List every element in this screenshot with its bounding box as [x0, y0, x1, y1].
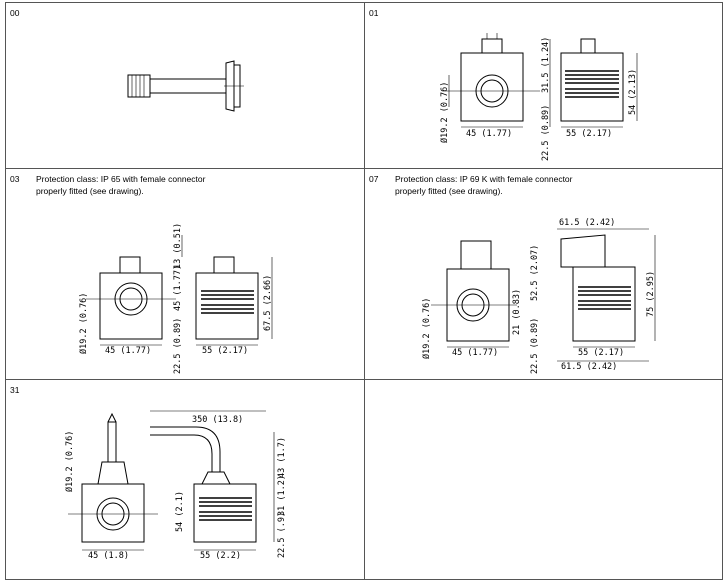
cell-00: 00 [5, 2, 365, 169]
drawing-coil-01: Ø19.2 (0.76) 45 (1.77) 31.5 (1.24) 22.5 … [439, 33, 638, 161]
dim-width-front: 45 (1.8) [88, 551, 129, 561]
drawing-manual-override [127, 60, 244, 112]
dim-width-front: 45 (1.77) [466, 129, 512, 139]
dim-height-upper: 43 (1.7) [277, 437, 287, 478]
dim-diameter: Ø19.2 (0.76) [421, 298, 432, 359]
dim-width-side: 55 (2.17) [202, 346, 248, 356]
cell-code: 01 [369, 8, 379, 18]
drawing-coil-07: Ø19.2 (0.76) 45 (1.77) 21 (0.83) 52.5 (2… [421, 218, 656, 374]
cell-03: 03 Protection class: IP 65 with female c… [5, 168, 365, 380]
cell-code: 00 [10, 8, 20, 18]
dim-height-lower: 22.5 (0.89) [541, 105, 551, 161]
drawing-coil-03: Ø19.2 (0.76) 45 (1.77) 13 (0.51) 45 (1.7… [78, 223, 273, 374]
cell-empty [364, 379, 723, 580]
dim-width-top: 61.5 (2.42) [559, 218, 615, 228]
note-line-2: properly fitted (see drawing). [36, 186, 144, 196]
dim-height-total: 67.5 (2.66) [263, 275, 273, 331]
dim-width-side: 55 (2.17) [578, 348, 624, 358]
cell-note: Protection class: IP 69 K with female co… [395, 173, 625, 197]
cell-note: Protection class: IP 65 with female conn… [36, 173, 266, 197]
drawing-grid: 00 01 Ø19.2 (0.76) [5, 2, 723, 580]
dim-height-lower: 22.5 (.9) [277, 512, 287, 558]
cell-code: 03 [10, 174, 20, 184]
dim-height-lower: 22.5 (0.89) [530, 318, 540, 374]
dim-width-side: 55 (2.2) [200, 551, 241, 561]
dim-height-upper: 31.5 (1.24) [541, 37, 551, 93]
drawing-coil-31: Ø19.2 (0.76) 45 (1.8) 54 (2.1) 350 (13.8… [64, 410, 287, 561]
dim-diameter: Ø19.2 (0.76) [78, 293, 89, 354]
dim-height-lower: 22.5 (0.89) [173, 318, 183, 374]
cell-31: 31 Ø19.2 (0.76) 45 (1.8) 54 (2.1) 350 (1… [5, 379, 365, 580]
dim-height-total: 54 (2.13) [628, 69, 638, 115]
dim-height-total: 75 (2.95) [646, 271, 656, 317]
cell-07: 07 Protection class: IP 69 K with female… [364, 168, 723, 380]
dim-height-mid: 31 (1.2) [277, 475, 287, 516]
dim-width-bottom: 61.5 (2.42) [561, 362, 617, 372]
cell-code: 31 [10, 385, 20, 395]
note-line-1: Protection class: IP 69 K with female co… [395, 174, 573, 184]
dim-diameter: Ø19.2 (0.76) [64, 431, 75, 492]
note-line-2: properly fitted (see drawing). [395, 186, 503, 196]
dim-height-upper: 45 (1.77) [173, 265, 183, 311]
dim-height-mid: 21 (0.83) [512, 289, 522, 335]
dim-connector: 13 (0.51) [173, 223, 183, 269]
cell-code: 07 [369, 174, 379, 184]
dim-width-front: 45 (1.77) [452, 348, 498, 358]
dim-height-upper: 52.5 (2.07) [530, 245, 540, 301]
dim-cable-length: 350 (13.8) [192, 415, 243, 425]
dim-diameter: Ø19.2 (0.76) [439, 82, 450, 143]
cell-01: 01 Ø19.2 (0.76) 45 (1.77) 31.5 (1.24 [364, 2, 723, 169]
dim-height: 54 (2.1) [175, 491, 185, 532]
dim-width-front: 45 (1.77) [105, 346, 151, 356]
note-line-1: Protection class: IP 65 with female conn… [36, 174, 206, 184]
dim-width-side: 55 (2.17) [566, 129, 612, 139]
